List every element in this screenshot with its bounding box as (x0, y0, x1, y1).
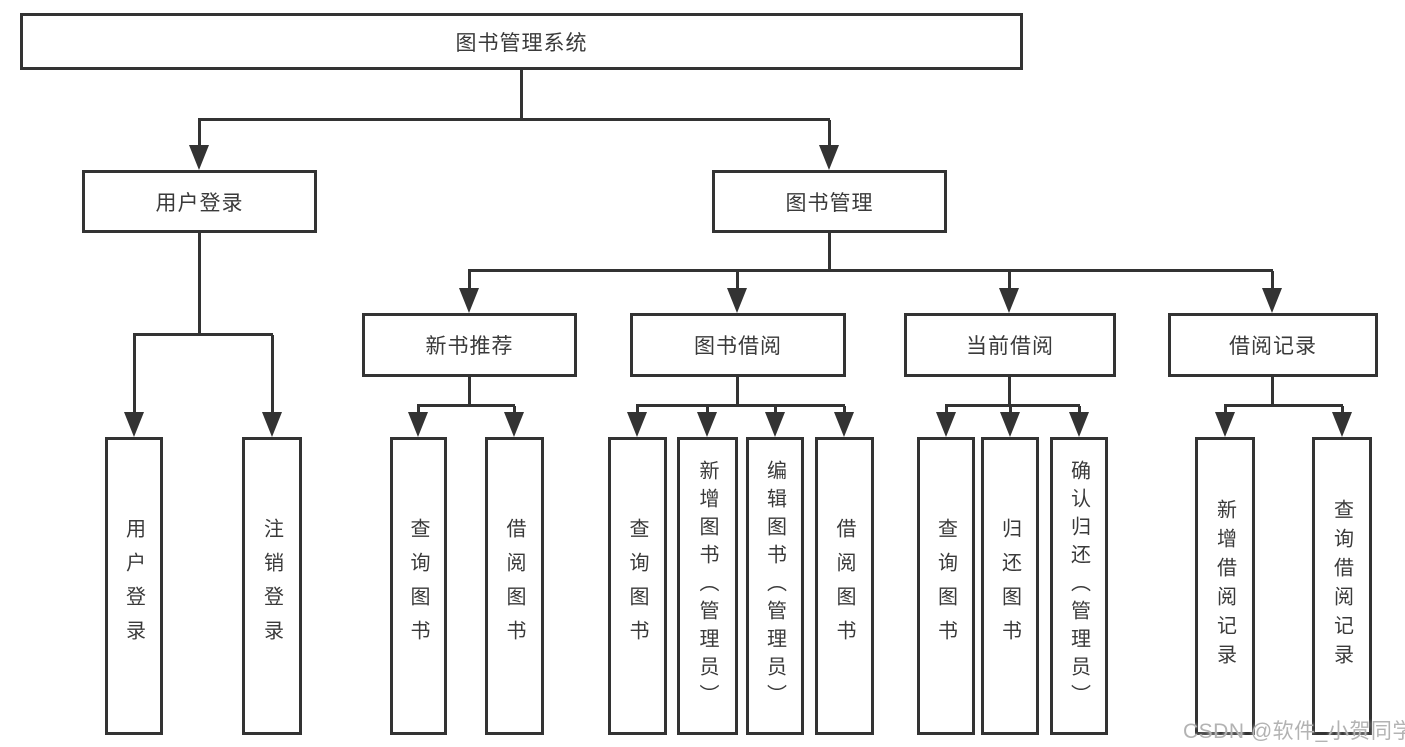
cb-return-arrowhead (1000, 412, 1020, 437)
node-label: 归还图书 (998, 518, 1021, 654)
book-management-arrowhead (819, 145, 839, 170)
leaf-borrow-books-recommend: 借阅图书 (485, 437, 544, 735)
bb-edit-arrowhead (765, 412, 785, 437)
connector-current-borrow-stem (1008, 377, 1011, 406)
connector-book-borrow-stem (736, 377, 739, 406)
leaf-query-books-borrow: 查询图书 (608, 437, 667, 735)
node-user-login: 用户登录 (82, 170, 317, 233)
node-label: 新增图书（管理员） (696, 460, 718, 712)
node-label: 查询图书 (407, 518, 429, 654)
connector-root-rail (198, 118, 830, 121)
node-root-library-system: 图书管理系统 (20, 13, 1023, 70)
connector-drop-nb-query (417, 406, 420, 414)
connector-drop-borrow-records (1271, 271, 1274, 293)
connector-current-borrow-rail (945, 404, 1080, 407)
connector-drop-new-book (468, 271, 471, 293)
connector-user-login-stem (198, 233, 201, 335)
connector-drop-user-login (198, 120, 201, 148)
node-label: 借阅记录 (1229, 335, 1317, 358)
node-label: 查询图书 (626, 518, 648, 654)
connector-root-stem (520, 70, 523, 120)
leaf-add-borrow-record: 新增借阅记录 (1195, 437, 1255, 735)
cb-confirm-arrowhead (1069, 412, 1089, 437)
connector-drop-book-management (828, 120, 831, 148)
node-label: 注销登录 (260, 518, 283, 654)
node-label: 用户登录 (122, 518, 145, 654)
node-book-borrow: 图书借阅 (630, 313, 846, 377)
connector-drop-cb-return (1009, 406, 1012, 414)
node-label: 用户登录 (155, 191, 244, 215)
current-borrow-arrowhead (999, 288, 1019, 313)
leaf-confirm-return-admin: 确认归还（管理员） (1050, 437, 1108, 735)
node-borrow-records: 借阅记录 (1168, 313, 1378, 377)
connector-drop-cb-confirm (1078, 406, 1081, 414)
cb-query-arrowhead (936, 412, 956, 437)
node-label: 确认归还（管理员） (1067, 460, 1090, 712)
connector-borrow-records-rail (1224, 404, 1343, 407)
leaf-borrow-books: 借阅图书 (815, 437, 874, 735)
node-label: 借阅图书 (833, 518, 855, 654)
connector-drop-current-borrow (1008, 271, 1011, 293)
node-label: 借阅图书 (503, 518, 525, 654)
node-label: 图书借阅 (694, 335, 782, 358)
connector-drop-bb-query (636, 406, 639, 414)
connector-drop-br-query (1341, 406, 1344, 414)
connector-drop-book-borrow (736, 271, 739, 293)
node-label: 图书管理 (785, 191, 874, 215)
nb-borrow-arrowhead (504, 412, 524, 437)
connector-drop-nb-borrow (513, 406, 516, 414)
connector-borrow-records-stem (1271, 377, 1274, 406)
node-current-borrow: 当前借阅 (904, 313, 1116, 377)
leaf-add-books-admin: 新增图书（管理员） (677, 437, 738, 735)
connector-drop-login-leaf (133, 335, 136, 413)
node-label: 查询借阅记录 (1330, 499, 1353, 673)
node-label: 图书管理系统 (455, 31, 588, 55)
connector-new-book-stem (468, 377, 471, 406)
leaf-query-books-current: 查询图书 (917, 437, 975, 735)
bb-query-arrowhead (627, 412, 647, 437)
leaf-user-login: 用户登录 (105, 437, 163, 735)
node-label: 新书推荐 (425, 335, 514, 358)
leaf-query-borrow-record: 查询借阅记录 (1312, 437, 1372, 735)
bb-borrow-arrowhead (834, 412, 854, 437)
connector-drop-bb-add (706, 406, 709, 414)
connector-drop-bb-borrow (843, 406, 846, 414)
br-query-arrowhead (1332, 412, 1352, 437)
connector-book-management-stem (828, 233, 831, 271)
nb-query-arrowhead (408, 412, 428, 437)
csdn-watermark: CSDN @软件_小贺同学 (1183, 720, 1405, 743)
leaf-query-books-recommend: 查询图书 (390, 437, 447, 735)
br-add-arrowhead (1215, 412, 1235, 437)
leaf-edit-books-admin: 编辑图书（管理员） (746, 437, 804, 735)
connector-book-management-rail (468, 269, 1273, 272)
borrow-records-arrowhead (1262, 288, 1282, 313)
login-leaf-arrowhead (124, 412, 144, 437)
node-book-management: 图书管理 (712, 170, 947, 233)
connector-new-book-rail (417, 404, 515, 407)
book-borrow-arrowhead (727, 288, 747, 313)
node-label: 编辑图书（管理员） (763, 460, 786, 712)
user-login-arrowhead (189, 145, 209, 170)
node-label: 当前借阅 (966, 335, 1054, 358)
connector-drop-logout-leaf (271, 335, 274, 413)
leaf-return-books: 归还图书 (981, 437, 1039, 735)
new-book-arrowhead (459, 288, 479, 313)
connector-book-borrow-rail (636, 404, 845, 407)
node-label: 查询图书 (934, 518, 957, 654)
bb-add-arrowhead (697, 412, 717, 437)
leaf-logout: 注销登录 (242, 437, 302, 735)
node-label: 新增借阅记录 (1213, 499, 1236, 673)
connector-drop-br-add (1224, 406, 1227, 414)
connector-drop-cb-query (945, 406, 948, 414)
connector-user-login-rail (133, 333, 273, 336)
node-new-book-recommend: 新书推荐 (362, 313, 577, 377)
logout-leaf-arrowhead (262, 412, 282, 437)
connector-drop-bb-edit (774, 406, 777, 414)
